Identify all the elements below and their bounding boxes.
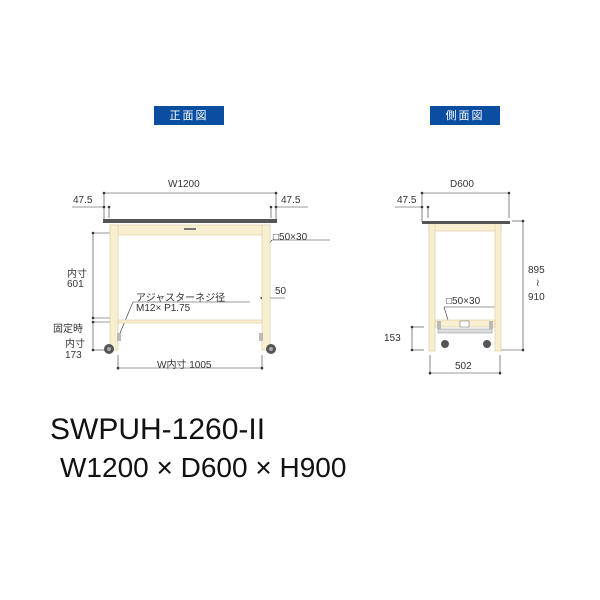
inner-width-label: W内寸 1005 <box>157 360 212 371</box>
side-frame-size-label: □50×30 <box>446 296 481 307</box>
product-model: SWPUH-1260-II <box>50 413 266 446</box>
side-depth-label: D600 <box>450 179 474 190</box>
fixed-label: 固定時 <box>53 324 83 335</box>
height-max-label: 910 <box>528 292 545 303</box>
inner-height-value: 601 <box>67 279 84 290</box>
front-handle <box>184 228 196 230</box>
frame-depth-label: 50 <box>275 286 287 297</box>
side-overhang-label: 47.5 <box>397 195 417 206</box>
adjuster-label: アジャスターネジ径 <box>136 293 226 304</box>
height-sep-label: ≀ <box>536 278 540 289</box>
side-tabletop <box>422 221 510 224</box>
side-view-title: 側面図 <box>430 106 500 125</box>
front-left-overhang: 47.5 <box>73 195 93 206</box>
front-width-label: W1200 <box>168 179 200 190</box>
frame-size-label: □50×30 <box>273 232 308 243</box>
fixed-inner-value: 173 <box>65 350 82 361</box>
height-min-label: 895 <box>528 265 545 276</box>
front-frame <box>109 224 271 351</box>
front-view-drawing <box>72 191 330 370</box>
adjuster-spec: M12× P1.75 <box>136 303 191 314</box>
front-view-title: 正面図 <box>154 106 224 125</box>
lower-height-label: 153 <box>384 333 401 344</box>
product-size: W1200 × D600 × H900 <box>60 452 347 483</box>
side-center-plate <box>459 320 470 328</box>
side-view-drawing <box>395 191 525 375</box>
inner-height-label: 内寸 <box>67 269 87 280</box>
front-tabletop <box>103 219 277 223</box>
side-casters <box>437 321 493 348</box>
front-right-overhang: 47.5 <box>281 195 301 206</box>
inner-depth-label: 502 <box>455 361 472 372</box>
front-casters <box>104 333 276 354</box>
fixed-inner-label: 内寸 <box>65 339 85 350</box>
